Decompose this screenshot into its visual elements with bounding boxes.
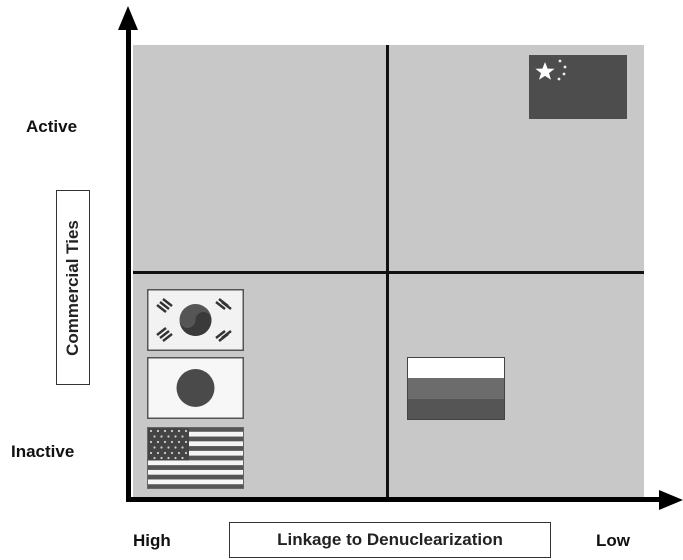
- y-label-active: Active: [26, 117, 78, 136]
- x-label-high: High: [133, 531, 171, 550]
- south-korea-flag: [147, 289, 244, 351]
- russia-flag: [407, 357, 505, 420]
- quadrant-active-high: [133, 45, 388, 273]
- usa-flag: [147, 427, 244, 489]
- horizontal-divider: [133, 271, 644, 274]
- x-label-low: Low: [596, 531, 630, 550]
- x-axis-line: [126, 497, 666, 502]
- y-axis-line: [126, 22, 131, 502]
- china-flag-big-star: [535, 62, 555, 80]
- x-axis-title: Linkage to Denuclearization: [229, 522, 551, 558]
- x-axis-arrowhead: [659, 490, 683, 510]
- y-axis-title-box: Commercial Ties: [56, 190, 90, 385]
- japan-flag: [147, 357, 244, 419]
- y-axis-title: Commercial Ties: [63, 219, 82, 356]
- y-label-inactive: Inactive: [11, 442, 75, 461]
- y-axis-arrowhead: [118, 6, 138, 30]
- china-flag: [529, 55, 627, 119]
